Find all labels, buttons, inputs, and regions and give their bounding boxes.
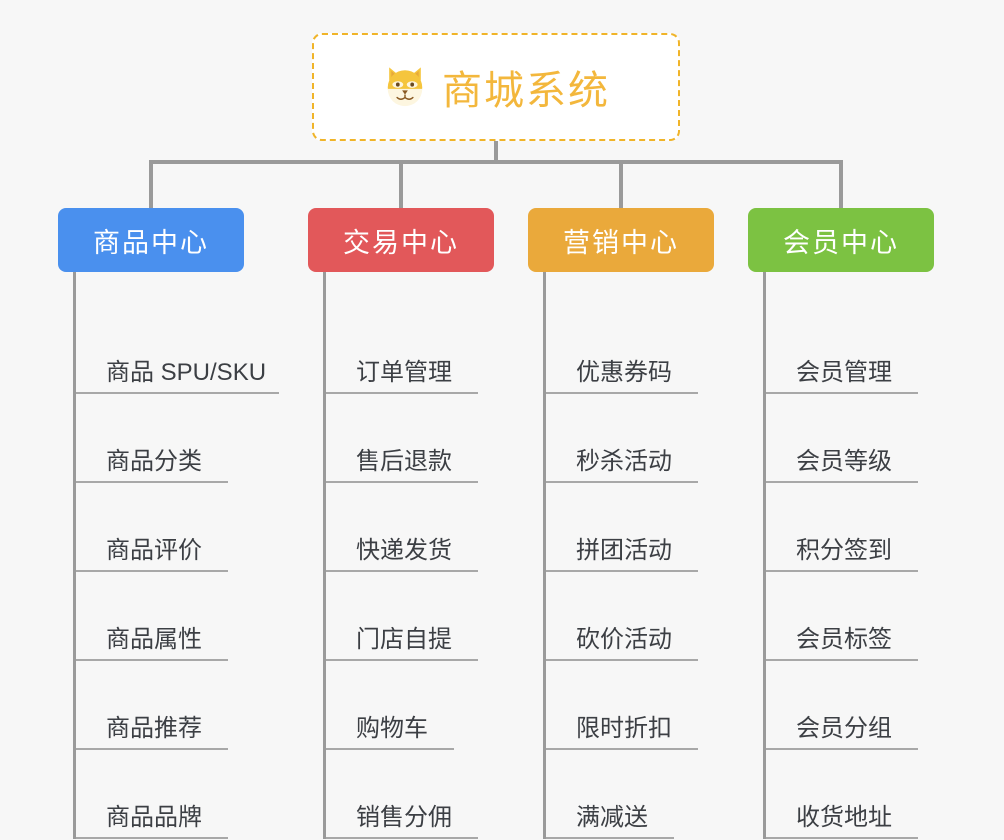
list-item[interactable]: 积分签到 — [766, 483, 934, 572]
list-item-label: 售后退款 — [356, 448, 452, 475]
connector-horizontal-bus — [150, 160, 842, 164]
list-item-label: 商品属性 — [106, 626, 202, 653]
category-item-list: 优惠券码秒杀活动拼团活动砍价活动限时折扣满减送 — [543, 272, 714, 839]
list-item-label: 订单管理 — [356, 359, 452, 386]
list-item-label: 购物车 — [356, 715, 428, 742]
list-item-label: 销售分佣 — [356, 804, 452, 831]
list-item-label: 快递发货 — [356, 537, 452, 564]
category-column: 会员中心会员管理会员等级积分签到会员标签会员分组收货地址 — [748, 208, 934, 839]
list-item[interactable]: 商品分类 — [76, 394, 244, 483]
list-item-label: 拼团活动 — [576, 537, 672, 564]
list-item[interactable]: 商品评价 — [76, 483, 244, 572]
connector-drop-2 — [399, 160, 403, 210]
list-item[interactable]: 拼团活动 — [546, 483, 714, 572]
list-item-label: 收货地址 — [796, 804, 892, 831]
list-item-underline — [326, 481, 478, 483]
list-item-label: 限时折扣 — [576, 715, 672, 742]
list-item-label: 商品 SPU/SKU — [106, 359, 267, 386]
category-item-list: 商品 SPU/SKU 商品分类商品评价商品属性商品推荐商品品牌 — [73, 272, 279, 839]
list-item[interactable]: 商品推荐 — [76, 661, 244, 750]
list-item[interactable]: 会员标签 — [766, 572, 934, 661]
connector-root-stem — [494, 141, 498, 163]
list-item-label: 砍价活动 — [576, 626, 672, 653]
list-item[interactable]: 砍价活动 — [546, 572, 714, 661]
list-item-underline — [546, 748, 698, 750]
list-item-label: 会员分组 — [796, 715, 892, 742]
list-item-underline — [546, 392, 698, 394]
list-item-underline — [766, 570, 918, 572]
category-column: 营销中心优惠券码秒杀活动拼团活动砍价活动限时折扣满减送 — [528, 208, 714, 839]
list-item[interactable]: 商品品牌 — [76, 750, 244, 839]
list-item-label: 会员管理 — [796, 359, 892, 386]
list-item-underline — [76, 837, 228, 839]
list-item[interactable]: 销售分佣 — [326, 750, 494, 839]
category-column: 商品中心商品 SPU/SKU 商品分类商品评价商品属性商品推荐商品品牌 — [58, 208, 279, 839]
list-item[interactable]: 购物车 — [326, 661, 494, 750]
list-item-underline — [76, 748, 228, 750]
category-item-list: 订单管理售后退款快递发货门店自提购物车销售分佣 — [323, 272, 494, 839]
list-item-underline — [766, 392, 918, 394]
list-item-underline — [546, 659, 698, 661]
list-item-underline — [766, 837, 918, 839]
list-item-underline — [766, 481, 918, 483]
list-item-underline — [326, 837, 478, 839]
connector-drop-1 — [149, 160, 153, 210]
list-item[interactable]: 收货地址 — [766, 750, 934, 839]
list-item-underline — [76, 392, 279, 394]
root-node-title: 商城系统 — [442, 69, 610, 113]
category-box[interactable]: 商品中心 — [58, 208, 244, 272]
list-item-label: 优惠券码 — [576, 359, 672, 386]
list-item-underline — [546, 481, 698, 483]
list-item-underline — [76, 659, 228, 661]
list-item[interactable]: 会员管理 — [766, 305, 934, 394]
list-item[interactable]: 商品属性 — [76, 572, 244, 661]
list-item-underline — [766, 748, 918, 750]
list-item-underline — [76, 570, 228, 572]
category-column: 交易中心订单管理售后退款快递发货门店自提购物车销售分佣 — [308, 208, 494, 839]
list-item-underline — [766, 659, 918, 661]
connector-drop-3 — [619, 160, 623, 210]
list-item[interactable]: 快递发货 — [326, 483, 494, 572]
list-item-label: 商品品牌 — [106, 804, 202, 831]
list-item-label: 满减送 — [576, 804, 648, 831]
list-item[interactable]: 售后退款 — [326, 394, 494, 483]
category-item-list: 会员管理会员等级积分签到会员标签会员分组收货地址 — [763, 272, 934, 839]
list-item[interactable]: 商品 SPU/SKU — [76, 305, 279, 394]
list-item-label: 商品推荐 — [106, 715, 202, 742]
category-box[interactable]: 交易中心 — [308, 208, 494, 272]
list-item-underline — [326, 392, 478, 394]
list-item-label: 会员等级 — [796, 448, 892, 475]
list-item-underline — [326, 659, 478, 661]
list-item-underline — [546, 837, 674, 839]
root-node-card[interactable]: 商城系统 — [312, 33, 680, 141]
list-item[interactable]: 优惠券码 — [546, 305, 714, 394]
list-item[interactable]: 订单管理 — [326, 305, 494, 394]
list-item-underline — [546, 570, 698, 572]
list-item-label: 门店自提 — [356, 626, 452, 653]
list-item[interactable]: 会员分组 — [766, 661, 934, 750]
list-item-label: 秒杀活动 — [576, 448, 672, 475]
category-box[interactable]: 营销中心 — [528, 208, 714, 272]
list-item-label: 商品分类 — [106, 448, 202, 475]
connector-drop-4 — [839, 160, 843, 210]
list-item[interactable]: 会员等级 — [766, 394, 934, 483]
shiba-dog-face-icon — [382, 63, 428, 109]
list-item-underline — [76, 481, 228, 483]
list-item-label: 商品评价 — [106, 537, 202, 564]
list-item[interactable]: 门店自提 — [326, 572, 494, 661]
list-item-underline — [326, 570, 478, 572]
list-item[interactable]: 限时折扣 — [546, 661, 714, 750]
list-item[interactable]: 秒杀活动 — [546, 394, 714, 483]
list-item[interactable]: 满减送 — [546, 750, 714, 839]
list-item-underline — [326, 748, 454, 750]
category-box[interactable]: 会员中心 — [748, 208, 934, 272]
list-item-label: 会员标签 — [796, 626, 892, 653]
list-item-label: 积分签到 — [796, 537, 892, 564]
